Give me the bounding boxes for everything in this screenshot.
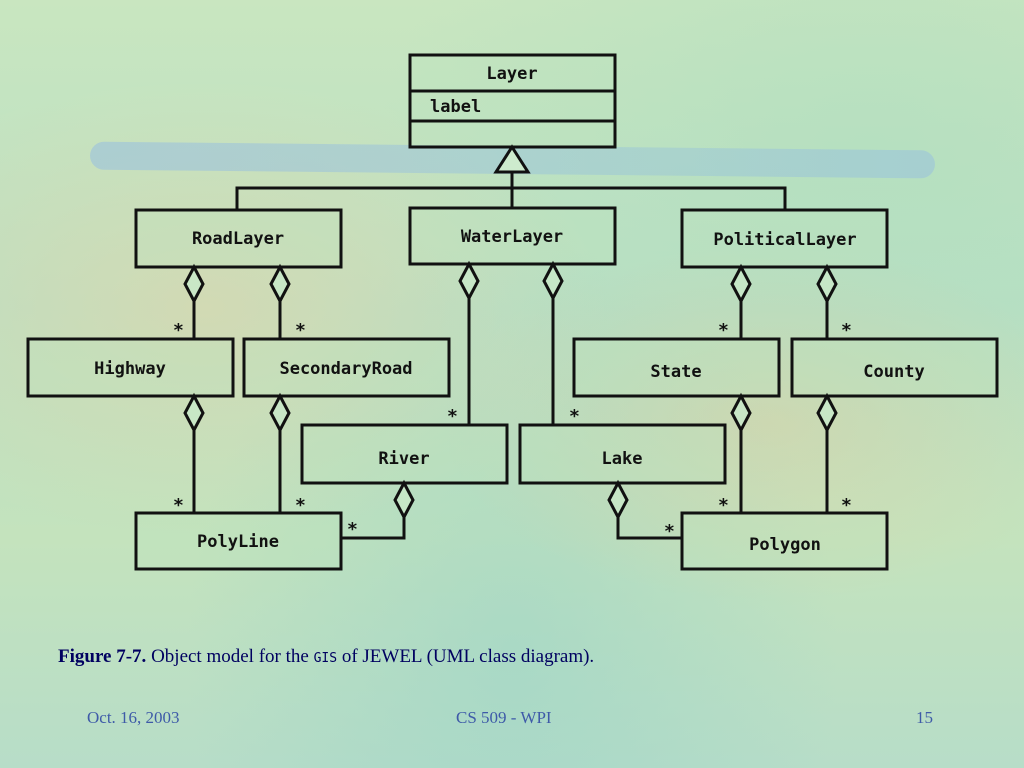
class-polygon-box <box>680 511 889 571</box>
aggregation-line <box>341 517 406 540</box>
aggregation-river-polyline: * <box>341 479 415 540</box>
generalization-triangle <box>493 144 531 174</box>
aggregation-water-lake: * <box>542 260 580 427</box>
aggregation-lake-polygon: * <box>607 479 682 542</box>
aggregation-secondary-polyline: * <box>269 392 306 516</box>
aggregation-diamond <box>730 263 752 305</box>
figure-number: Figure 7-7. <box>58 646 147 667</box>
class-polygon: Polygon <box>680 511 889 571</box>
aggregation-diamond <box>393 479 415 521</box>
class-county-name: County <box>863 362 924 382</box>
multiplicity-label: * <box>295 495 306 516</box>
class-highway-name: Highway <box>94 359 166 379</box>
footer-page-number: 15 <box>916 708 933 727</box>
class-water-layer: WaterLayer <box>408 206 617 266</box>
figure-caption: Figure 7-7. Object model for the GIS of … <box>58 646 594 668</box>
class-layer-box <box>408 53 617 149</box>
aggregation-diamond <box>542 260 564 302</box>
class-state-name: State <box>650 362 701 382</box>
aggregation-road-highway: * <box>173 263 205 341</box>
class-road-layer-box <box>134 208 343 269</box>
class-secondary-road: SecondaryRoad <box>242 337 451 398</box>
caption-text-after: of JEWEL (UML class diagram). <box>337 646 595 667</box>
class-political-layer: PoliticalLayer <box>680 208 889 269</box>
class-river: River <box>300 423 509 485</box>
multiplicity-label: * <box>841 320 852 341</box>
class-layer: Layer label <box>408 53 617 149</box>
aggregation-highway-polyline: * <box>173 392 205 516</box>
multiplicity-label: * <box>718 320 729 341</box>
class-road-layer: RoadLayer <box>134 208 343 269</box>
multiplicity-label: * <box>295 320 306 341</box>
class-layer-attribute-label: label <box>430 97 481 117</box>
class-road-layer-name: RoadLayer <box>192 229 284 249</box>
aggregation-line <box>616 517 682 540</box>
class-polyline-name: PolyLine <box>197 532 279 552</box>
aggregation-diamond <box>607 479 629 521</box>
multiplicity-label: * <box>841 495 852 516</box>
class-polyline-box <box>134 511 343 571</box>
class-polyline: PolyLine <box>134 511 343 571</box>
class-highway: Highway <box>26 337 235 398</box>
class-lake: Lake <box>518 423 727 485</box>
class-secondary-road-name: SecondaryRoad <box>279 359 412 379</box>
multiplicity-label: * <box>718 495 729 516</box>
caption-text-before: Object model for the <box>146 646 314 667</box>
class-water-layer-box <box>408 206 617 266</box>
class-county: County <box>790 337 999 398</box>
multiplicity-label: * <box>569 406 580 427</box>
caption-code: GIS <box>313 651 338 666</box>
aggregation-diamond <box>269 263 291 305</box>
aggregation-political-state: * <box>718 263 752 341</box>
class-secondary-road-box <box>242 337 451 398</box>
class-water-layer-name: WaterLayer <box>461 227 563 247</box>
class-highway-box <box>26 337 235 398</box>
aggregation-county-polygon: * <box>816 392 852 516</box>
footer-date: Oct. 16, 2003 <box>87 708 180 727</box>
multiplicity-label: * <box>347 519 358 540</box>
aggregation-road-secondary: * <box>269 263 306 341</box>
aggregation-diamond <box>269 392 291 434</box>
footer-course: CS 509 - WPI <box>456 708 552 727</box>
generalization <box>235 144 787 210</box>
aggregation-water-river: * <box>447 260 480 427</box>
class-county-box <box>790 337 999 398</box>
multiplicity-label: * <box>173 320 184 341</box>
aggregation-political-county: * <box>816 263 852 341</box>
class-lake-name: Lake <box>602 449 643 469</box>
aggregation-diamond <box>458 260 480 302</box>
aggregation-diamond <box>816 263 838 305</box>
class-state: State <box>572 337 781 398</box>
class-political-layer-box <box>680 208 889 269</box>
multiplicity-label: * <box>173 495 184 516</box>
class-lake-box <box>518 423 727 485</box>
aggregation-state-polygon: * <box>718 392 752 516</box>
class-river-box <box>300 423 509 485</box>
aggregation-diamond <box>730 392 752 434</box>
class-state-box <box>572 337 781 398</box>
class-river-name: River <box>378 449 429 469</box>
generalization-bar <box>235 186 787 210</box>
aggregation-diamond <box>183 392 205 434</box>
aggregation-diamond <box>183 263 205 305</box>
aggregation-diamond <box>816 392 838 434</box>
class-layer-name: Layer <box>486 64 537 84</box>
multiplicity-label: * <box>664 521 675 542</box>
multiplicity-label: * <box>447 406 458 427</box>
class-polygon-name: Polygon <box>749 535 821 555</box>
class-political-layer-name: PoliticalLayer <box>713 230 856 250</box>
